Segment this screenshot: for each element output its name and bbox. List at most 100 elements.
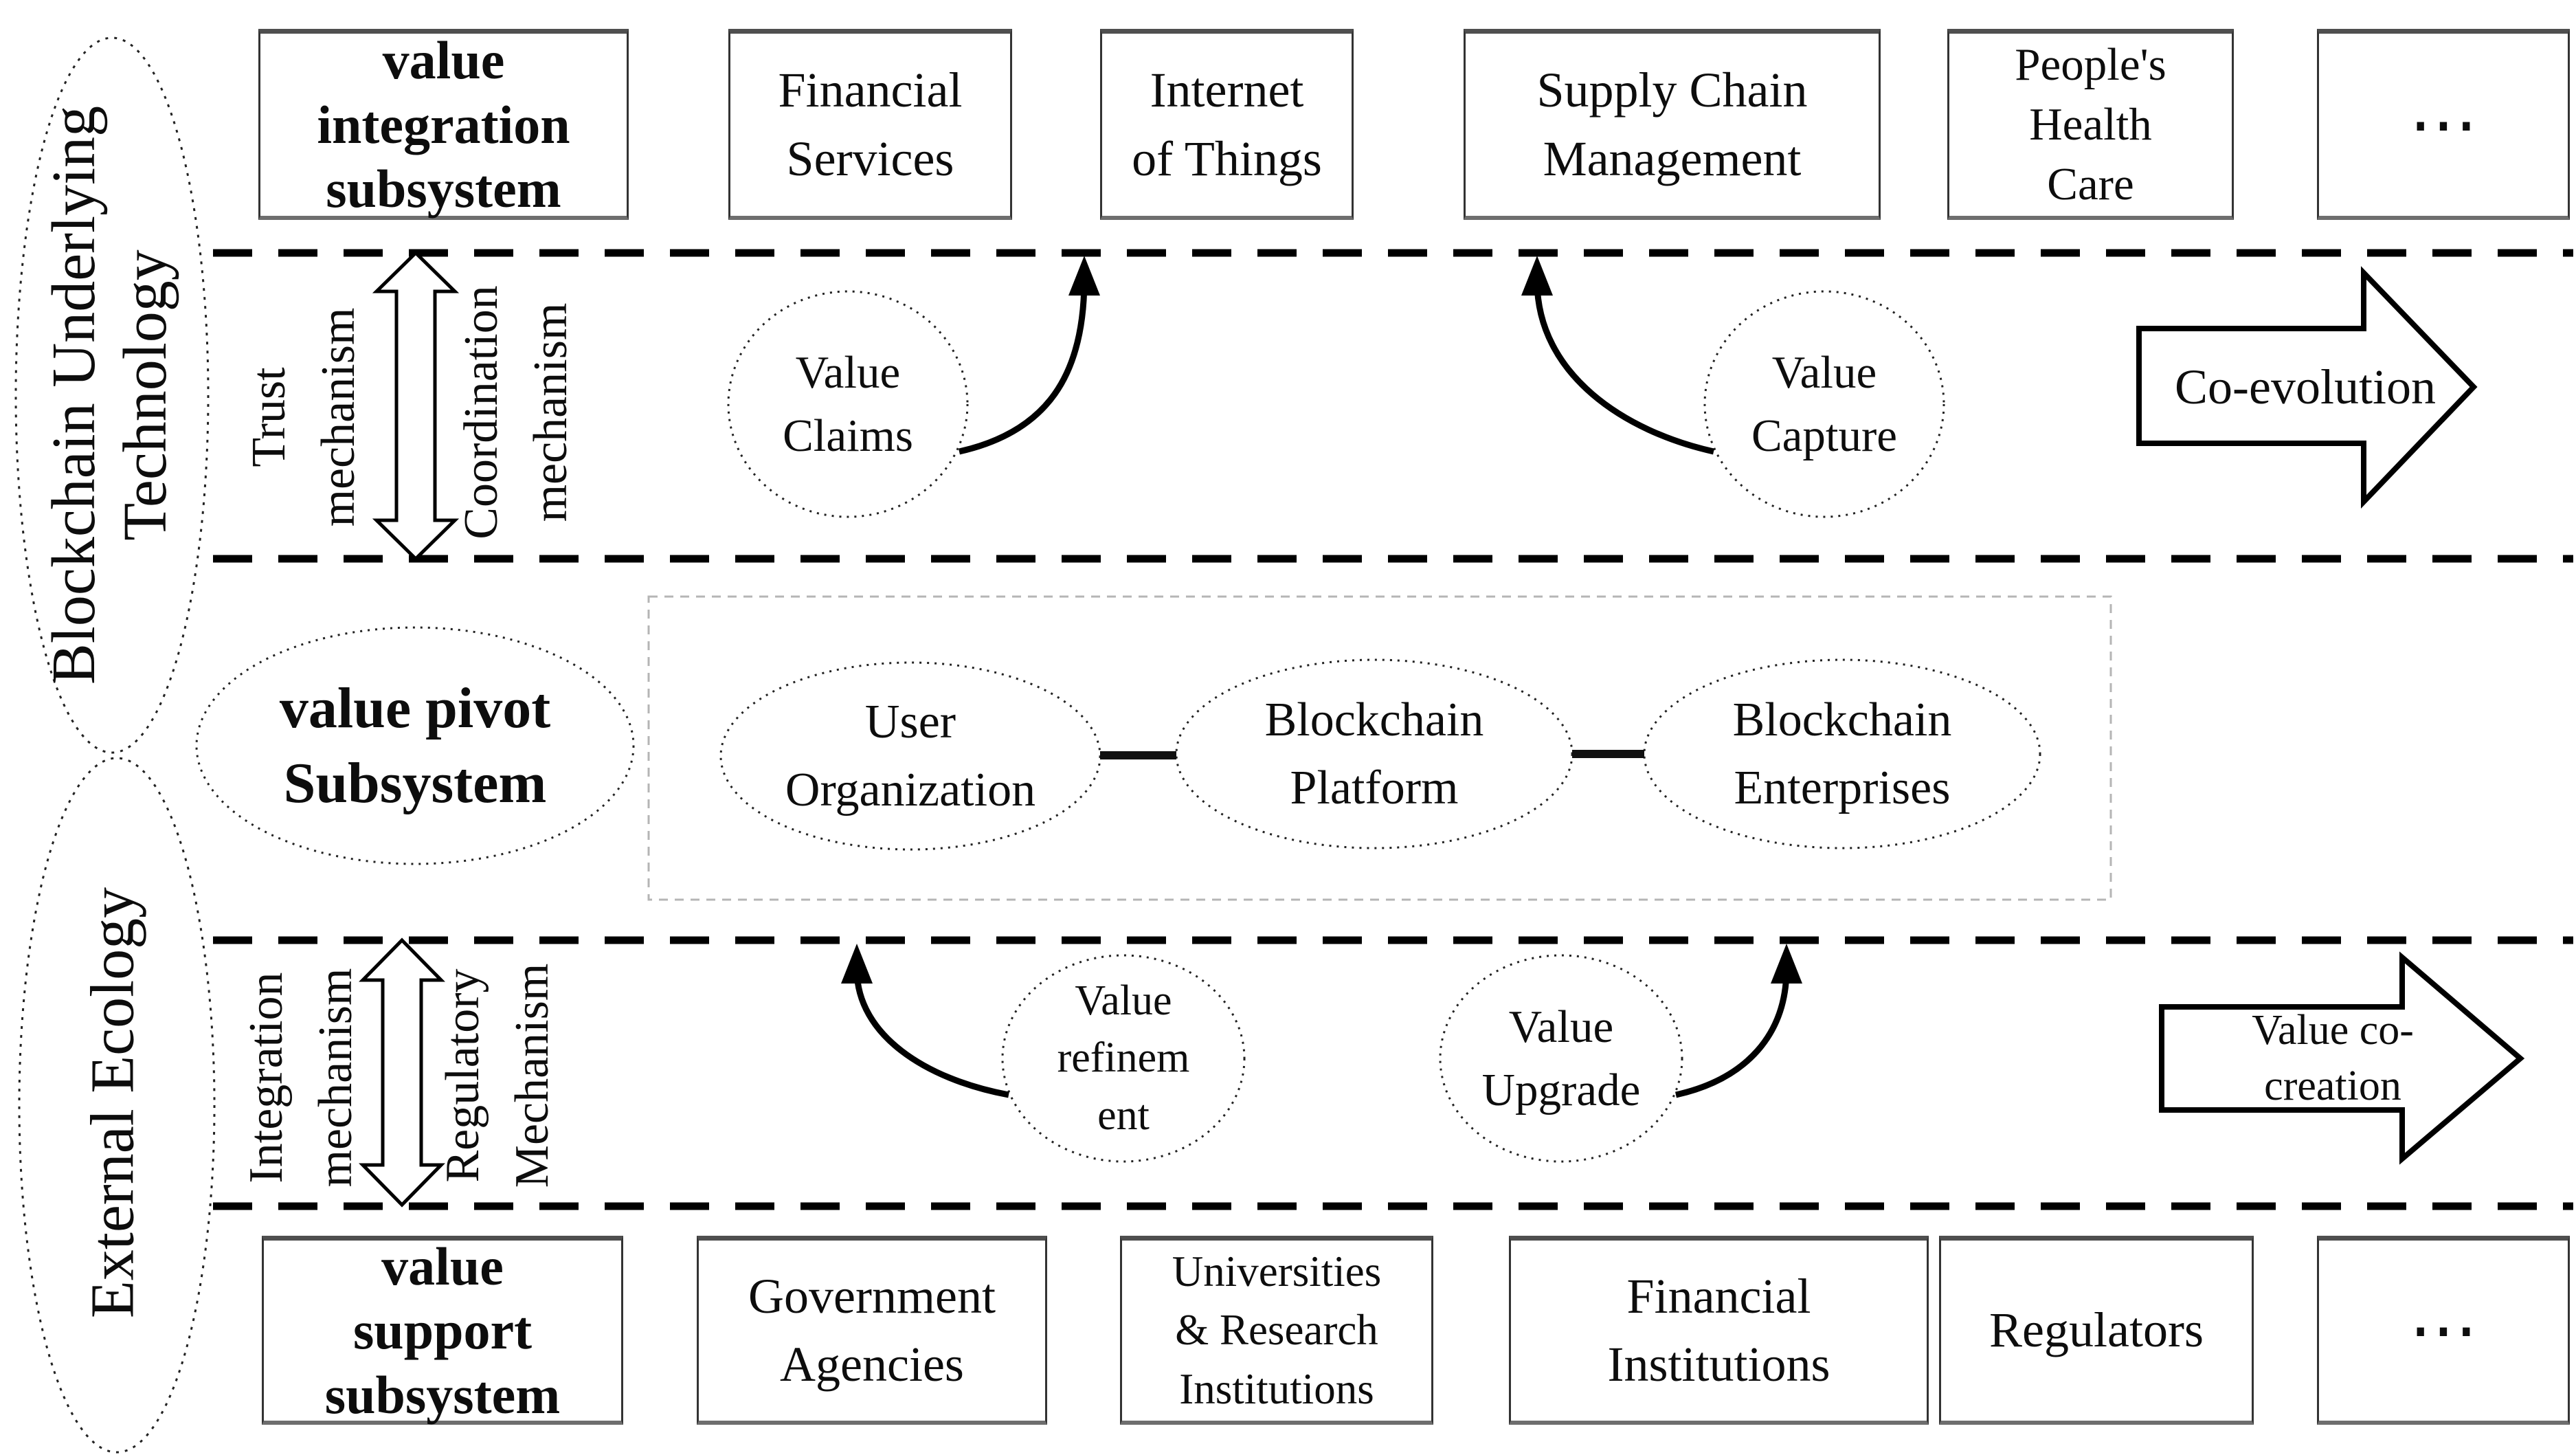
mechanism-line: mechanism bbox=[312, 307, 365, 527]
header-line: integration bbox=[317, 94, 570, 155]
box-universities-research-institutions: Universities & Research Institutions bbox=[1120, 1236, 1433, 1425]
value-capture-ellipse bbox=[1703, 290, 1945, 518]
member-line: Enterprises bbox=[1734, 762, 1951, 814]
value-claims-ellipse bbox=[727, 290, 969, 518]
box-label-line: Care bbox=[2047, 159, 2134, 210]
circle-line: Upgrade bbox=[1481, 1065, 1641, 1115]
box-bottom-ellipsis: ⋯ bbox=[2317, 1236, 2570, 1425]
box-label-line: Health bbox=[2029, 98, 2152, 150]
box-peoples-health-care: People's Health Care bbox=[1947, 29, 2234, 220]
ellipsis-glyph: ⋯ bbox=[2409, 86, 2478, 163]
circle-line: refinem bbox=[1057, 1034, 1190, 1082]
circle-line: Claims bbox=[783, 410, 913, 461]
box-top-ellipsis: ⋯ bbox=[2317, 29, 2570, 220]
co-evolution-label: Co-evolution bbox=[2144, 356, 2467, 418]
value-refinement-ellipse bbox=[1001, 954, 1246, 1163]
rotated-label-line: Blockchain Underlying bbox=[39, 105, 108, 685]
value-refinement-arrow-curve bbox=[853, 970, 1009, 1098]
box-internet-of-things: Internet of Things bbox=[1100, 29, 1354, 220]
co-evolution-block-arrow bbox=[2136, 266, 2478, 509]
box-financial-institutions: Financial Institutions bbox=[1509, 1236, 1929, 1425]
box-regulators: Regulators bbox=[1939, 1236, 2254, 1425]
blockchain-underlying-technology-ellipse bbox=[14, 36, 210, 754]
rotated-label-line: Technology bbox=[111, 249, 179, 541]
box-label-line: Supply Chain bbox=[1536, 63, 1808, 118]
blockchain-enterprises-ellipse bbox=[1643, 658, 2041, 849]
circle-line: Value bbox=[795, 346, 901, 398]
box-label-line: Financial bbox=[778, 63, 963, 118]
box-label-line: People's bbox=[2015, 38, 2166, 90]
header-line: value bbox=[381, 1236, 504, 1296]
box-financial-services: Financial Services bbox=[728, 29, 1012, 220]
mechanism-line: Trust bbox=[242, 367, 295, 467]
box-label-line: of Things bbox=[1132, 131, 1322, 186]
circle-line: Capture bbox=[1751, 410, 1898, 461]
blockchain-platform-label: Blockchain Platform bbox=[1176, 660, 1572, 848]
value-upgrade-arrow-curve bbox=[1675, 970, 1790, 1098]
value-co-creation-block-arrow bbox=[2159, 951, 2525, 1165]
value-pivot-subsystem-label: value pivot Subsystem bbox=[197, 627, 634, 864]
value-claims-arrowhead bbox=[1068, 256, 1100, 296]
arrow-label-line: creation bbox=[2264, 1062, 2401, 1109]
header-line: subsystem bbox=[324, 1364, 561, 1425]
member-line: Blockchain bbox=[1264, 693, 1484, 746]
box-label-line: & Research bbox=[1175, 1306, 1378, 1355]
mechanism-line: mechanism bbox=[524, 302, 577, 522]
header-line: support bbox=[352, 1300, 533, 1361]
circle-line: Value bbox=[1508, 1001, 1614, 1052]
value-claims-arrow-curve bbox=[959, 281, 1088, 455]
circle-line: ent bbox=[1097, 1091, 1150, 1139]
box-label-line: Regulators bbox=[1989, 1302, 2204, 1358]
band2-double-arrow bbox=[359, 937, 445, 1208]
box-label-line: Institutions bbox=[1607, 1337, 1830, 1392]
box-label-line: Services bbox=[786, 131, 954, 186]
member-line: Organization bbox=[785, 764, 1036, 817]
coordination-mechanism-label: Coordination mechanism bbox=[445, 241, 587, 584]
pivot-dashed-rect bbox=[647, 595, 2112, 901]
band1-double-arrow bbox=[372, 250, 460, 562]
value-pivot-subsystem-ellipse bbox=[195, 626, 635, 865]
value-claims-label: Value Claims bbox=[728, 291, 967, 517]
pivot-header-line: value pivot bbox=[279, 676, 551, 740]
value-support-subsystem-box: value support subsystem bbox=[262, 1236, 623, 1425]
mechanism-line: Coordination bbox=[454, 285, 508, 540]
arrow-label-line: Value co- bbox=[2252, 1006, 2414, 1054]
blockchain-underlying-technology-label: Blockchain Underlying Technology bbox=[38, 52, 182, 739]
mechanism-line: mechanism bbox=[309, 968, 362, 1188]
value-upgrade-label: Value Upgrade bbox=[1440, 955, 1682, 1162]
regulatory-mechanism-label: Regulatory Mechanism bbox=[429, 924, 566, 1227]
integration-mechanism-label: Integration mechanism bbox=[232, 926, 370, 1229]
mechanism-line: Integration bbox=[239, 972, 293, 1184]
ellipsis-glyph: ⋯ bbox=[2409, 1292, 2478, 1368]
value-refinement-label: Value refinem ent bbox=[1003, 955, 1244, 1162]
value-upgrade-ellipse bbox=[1439, 954, 1683, 1163]
box-label-line: Institutions bbox=[1179, 1364, 1374, 1413]
box-supply-chain-management: Supply Chain Management bbox=[1464, 29, 1881, 220]
box-label-line: Financial bbox=[1626, 1268, 1811, 1324]
external-ecology-ellipse bbox=[18, 757, 216, 1454]
value-integration-subsystem-box: value integration subsystem bbox=[258, 29, 629, 220]
box-label-line: Agencies bbox=[780, 1337, 964, 1392]
box-government-agencies: Government Agencies bbox=[697, 1236, 1047, 1425]
arrow-label-line: Co-evolution bbox=[2175, 359, 2436, 414]
value-capture-arrow-curve bbox=[1534, 281, 1714, 455]
circle-line: Value bbox=[1771, 346, 1877, 398]
mechanism-line: Mechanism bbox=[506, 963, 559, 1188]
rotated-label-line: External Ecology bbox=[78, 887, 147, 1319]
blockchain-enterprises-label: Blockchain Enterprises bbox=[1644, 660, 2040, 848]
box-label-line: Internet bbox=[1150, 63, 1304, 118]
circle-line: Value bbox=[1075, 977, 1172, 1025]
box-label-line: Management bbox=[1543, 131, 1802, 186]
value-capture-label: Value Capture bbox=[1705, 291, 1944, 517]
value-refinement-arrowhead bbox=[841, 944, 873, 984]
box-label-line: Universities bbox=[1172, 1247, 1382, 1296]
value-co-creation-label: Value co- creation bbox=[2175, 1001, 2491, 1115]
box-label-line: Government bbox=[748, 1268, 996, 1324]
member-line: User bbox=[864, 695, 956, 748]
mechanism-line: Regulatory bbox=[436, 968, 489, 1183]
trust-mechanism-label: Trust mechanism bbox=[232, 266, 375, 568]
pivot-header-line: Subsystem bbox=[283, 751, 547, 815]
value-upgrade-arrowhead bbox=[1771, 944, 1802, 984]
